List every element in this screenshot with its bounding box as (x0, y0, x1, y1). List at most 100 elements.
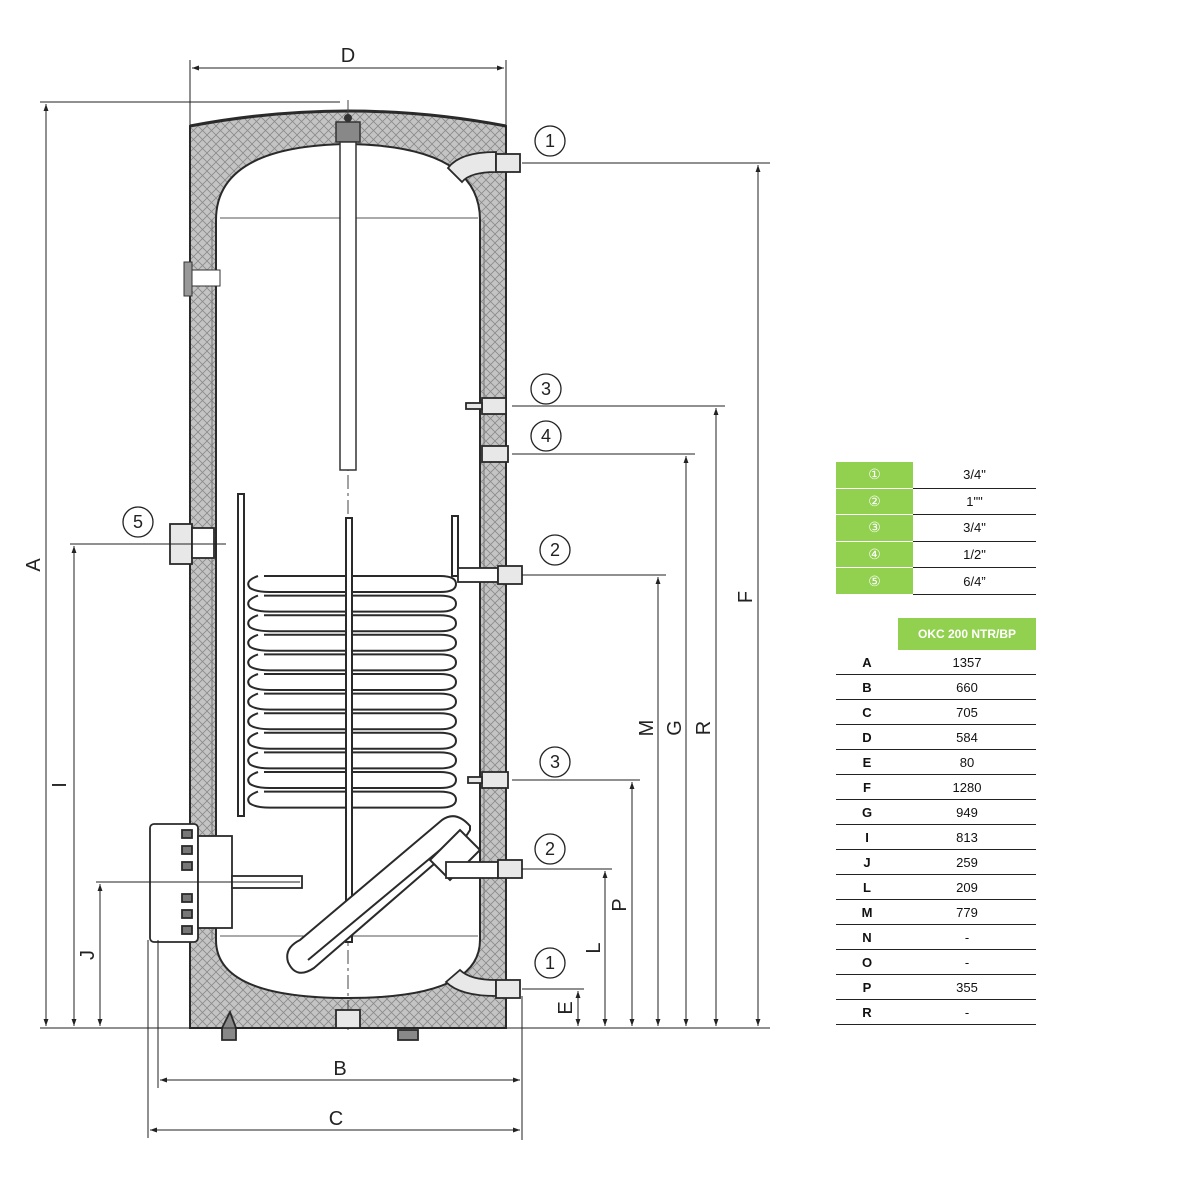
dimension-key: P (836, 974, 898, 1000)
dimension-lines (40, 60, 770, 1140)
dimension-value: 1280 (898, 774, 1036, 800)
dimension-value: 813 (898, 824, 1036, 850)
dimension-labels: D B C A I J F R G M P L E (23, 45, 757, 1130)
callout-5: 5 (122, 506, 154, 538)
callout-3-upper: 3 (530, 373, 562, 405)
dimension-value: 705 (898, 699, 1036, 725)
connection-symbol: ⑤ (836, 567, 913, 595)
coil-loop (247, 673, 458, 691)
connection-size: 6/4” (913, 567, 1036, 595)
thermometer-port (183, 261, 221, 297)
lower-exchanger (286, 815, 482, 974)
dimension-key: N (836, 924, 898, 950)
dimension-key: E (836, 749, 898, 775)
heater-flange (149, 823, 303, 943)
svg-text:3: 3 (550, 752, 560, 772)
coil-loop (247, 653, 458, 672)
callout-2-lower: 2 (534, 833, 566, 865)
dimension-value: 80 (898, 749, 1036, 775)
dimension-key: R (836, 999, 898, 1025)
callout-2-upper: 2 (539, 534, 571, 566)
pipe-connections (169, 151, 523, 1041)
coil-loop (247, 790, 458, 809)
coil-loop (247, 594, 458, 613)
dimension-value: 779 (898, 899, 1036, 925)
dim-label-B: B (333, 1058, 346, 1080)
dim-label-F: F (735, 591, 757, 603)
dim-label-C: C (329, 1108, 343, 1130)
svg-text:1: 1 (545, 953, 555, 973)
dimension-value: 660 (898, 674, 1036, 700)
dim-label-P: P (609, 898, 631, 911)
connection-size: 3/4" (913, 514, 1036, 542)
connection-symbol: ③ (836, 514, 913, 542)
dim-label-A: A (23, 558, 45, 572)
anode-rod (335, 114, 361, 471)
dim-label-E: E (555, 1001, 577, 1014)
coil-loop (247, 751, 458, 770)
coil-loop (247, 633, 458, 652)
dim-label-D: D (341, 45, 355, 67)
dimension-value: 1357 (898, 650, 1036, 675)
connection-symbol: ② (836, 488, 913, 516)
svg-text:1: 1 (545, 131, 555, 151)
dimension-table-header: OKC 200 NTR/BP (836, 618, 1036, 650)
dim-label-I: I (49, 782, 71, 788)
connection-size: 1"" (913, 488, 1036, 516)
coil-loop (247, 712, 458, 731)
dimension-key: A (836, 650, 898, 675)
dim-label-G: G (664, 720, 686, 736)
svg-text:5: 5 (133, 512, 143, 532)
svg-text:2: 2 (550, 540, 560, 560)
dimension-key: M (836, 899, 898, 925)
dimension-value: 259 (898, 849, 1036, 875)
dimension-key: I (836, 824, 898, 850)
connection-symbol: ④ (836, 541, 913, 569)
dimension-value: - (898, 924, 1036, 950)
coil-loop (247, 614, 458, 633)
connection-symbol: ① (836, 462, 913, 489)
dimension-row: N- (836, 924, 1036, 950)
heating-coil (237, 493, 459, 943)
dimension-value: 949 (898, 799, 1036, 825)
svg-text:4: 4 (541, 426, 551, 446)
dimension-row: R- (836, 999, 1036, 1025)
coil-loop (247, 575, 458, 593)
dimension-key: F (836, 774, 898, 800)
connection-size: 3/4" (913, 462, 1036, 489)
coil-loop (247, 771, 458, 789)
dimension-value: - (898, 999, 1036, 1025)
dim-label-J: J (77, 950, 99, 960)
svg-text:2: 2 (545, 839, 555, 859)
dim-label-L: L (583, 942, 605, 953)
model-name: OKC 200 NTR/BP (898, 618, 1036, 650)
dimension-key: O (836, 949, 898, 975)
dimension-key: C (836, 699, 898, 725)
dimension-value: 584 (898, 724, 1036, 750)
callouts: 1 3 4 5 2 3 2 1 (122, 125, 571, 979)
coil-loop (247, 692, 458, 711)
coil-loop (247, 731, 458, 750)
dim-label-M: M (636, 720, 658, 737)
callout-4: 4 (530, 420, 562, 452)
dimension-key: G (836, 799, 898, 825)
dimension-row: O- (836, 949, 1036, 975)
dim-label-R: R (693, 721, 715, 735)
dimension-value: - (898, 949, 1036, 975)
